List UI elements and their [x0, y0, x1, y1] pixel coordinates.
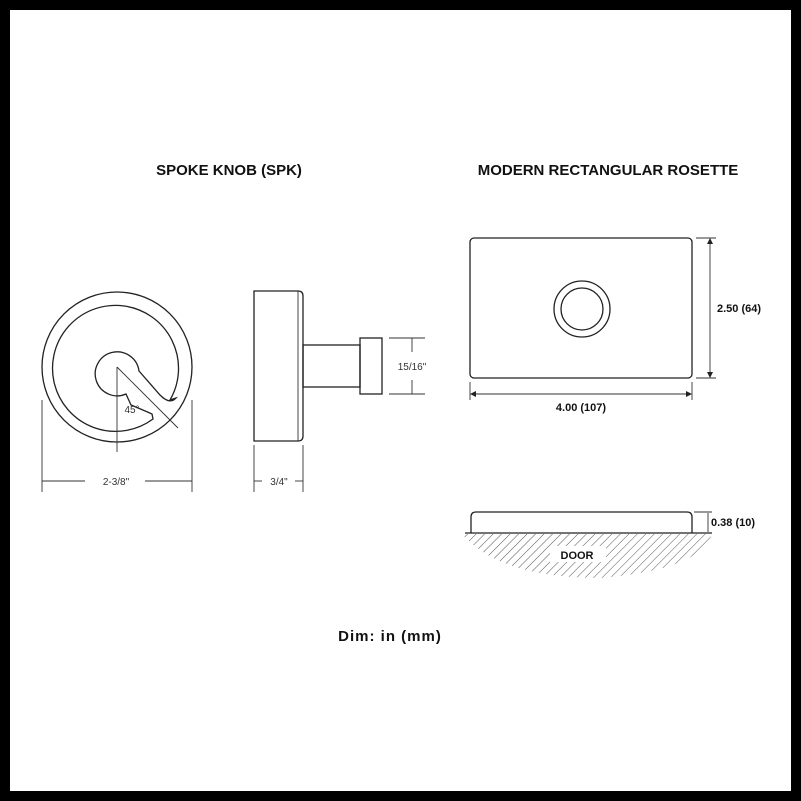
- knob-front-view: 45° 2-3/8": [41, 291, 193, 492]
- knob-title: SPOKE KNOB (SPK): [156, 162, 302, 179]
- angle-label: 45°: [124, 405, 139, 416]
- stem-label: 15/16": [398, 362, 427, 373]
- units-note: Dim: in (mm): [338, 628, 442, 645]
- width-label: 4.00 (107): [556, 402, 606, 414]
- thickness-label: 0.38 (10): [711, 517, 755, 529]
- knob-side-view: 15/16" 3/4": [253, 290, 427, 492]
- diameter-label: 2-3/8": [103, 477, 130, 488]
- depth-label: 3/4": [270, 477, 288, 488]
- rosette-front-view: 2.50 (64) 4.00 (107): [469, 237, 761, 414]
- rosette-title: MODERN RECTANGULAR ROSETTE: [478, 162, 739, 179]
- height-label: 2.50 (64): [717, 303, 761, 315]
- door-label: DOOR: [561, 550, 594, 562]
- canvas: [10, 10, 791, 791]
